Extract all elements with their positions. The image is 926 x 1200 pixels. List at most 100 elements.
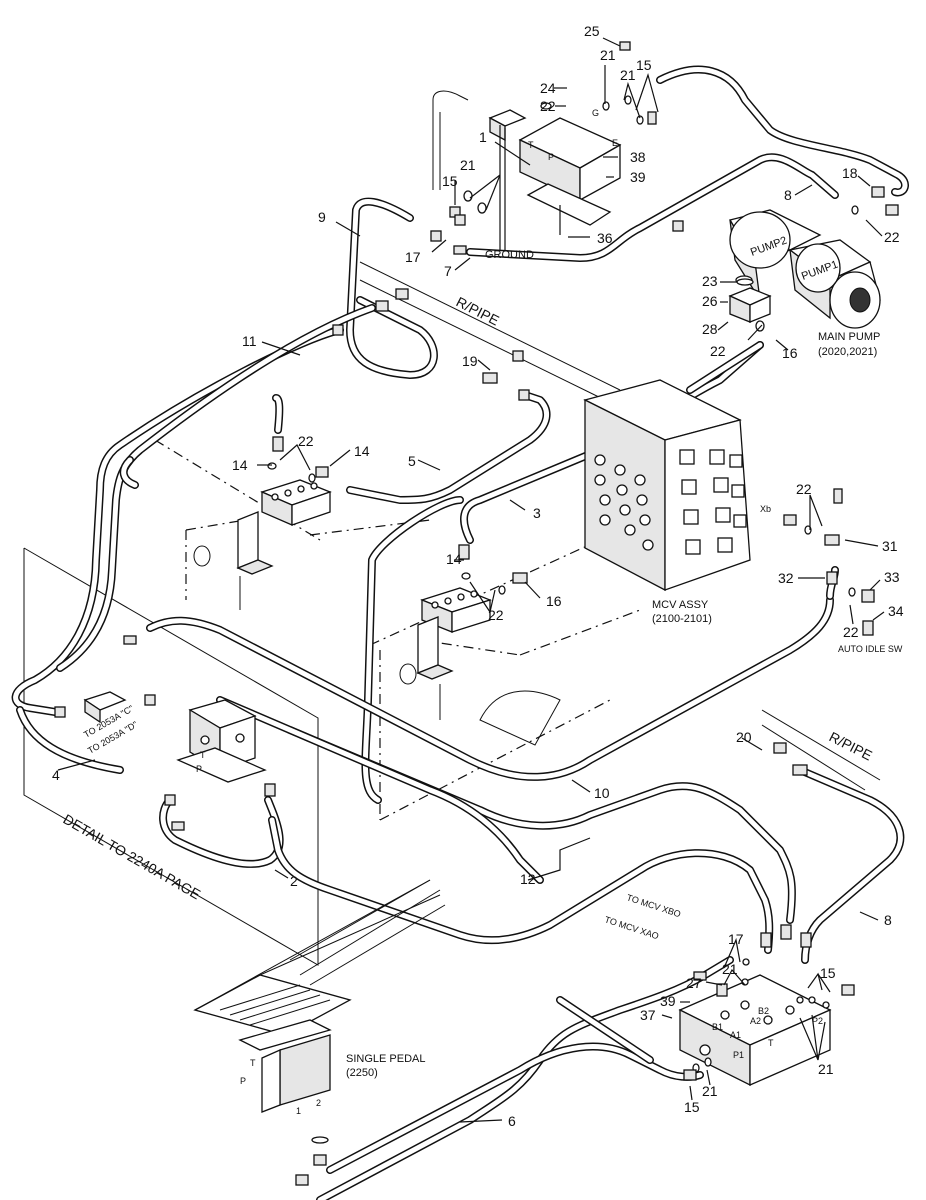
- o-ring: [742, 958, 750, 966]
- o-ring: [848, 587, 856, 597]
- callout-21: 21: [600, 47, 616, 63]
- fittings: [54, 41, 899, 1186]
- fitting-nut: [454, 214, 466, 226]
- manifold-block-upper: [236, 479, 332, 575]
- label-ground: GROUND: [485, 249, 534, 261]
- callout-28: 28: [702, 321, 718, 337]
- fitting-nut: [482, 372, 498, 384]
- callout-21: 21: [722, 961, 738, 977]
- callout-39: 39: [660, 993, 676, 1009]
- fitting-nut: [773, 742, 787, 754]
- fitting-nut: [862, 620, 874, 636]
- detail-valve: [83, 691, 267, 783]
- fitting-nut: [760, 932, 772, 948]
- label-auto-idle: AUTO IDLE SW: [838, 644, 903, 654]
- port-a1: A1: [730, 1030, 741, 1040]
- port-t-detail: T: [200, 750, 206, 760]
- callout-10: 10: [594, 785, 610, 801]
- callout-36: 36: [597, 230, 613, 246]
- callout-15: 15: [684, 1099, 700, 1115]
- o-ring: [822, 1001, 830, 1009]
- callout-6: 6: [508, 1113, 516, 1129]
- callout-2: 2: [290, 873, 298, 889]
- callout-16: 16: [782, 345, 798, 361]
- o-ring: [498, 585, 506, 595]
- callout-1: 1: [479, 129, 487, 145]
- callout-3: 3: [533, 505, 541, 521]
- fitting-nut: [885, 204, 899, 216]
- fitting-nut: [716, 983, 728, 997]
- block-26: [728, 275, 772, 323]
- callout-32: 32: [778, 570, 794, 586]
- port-g-valve: G: [592, 108, 599, 118]
- fitting-nut: [861, 589, 875, 603]
- port-a2: A2: [750, 1016, 761, 1026]
- fitting-nut: [315, 466, 329, 478]
- o-ring: [267, 462, 277, 470]
- pipes: [11, 65, 909, 1200]
- fitting-nut: [792, 764, 808, 776]
- callout-12: 12: [520, 871, 536, 887]
- callout-14: 14: [446, 551, 462, 567]
- o-ring: [463, 190, 473, 202]
- fitting-nut: [512, 572, 528, 584]
- o-ring: [624, 95, 632, 105]
- port-t-pedal: T: [250, 1058, 256, 1068]
- fitting-nut: [833, 488, 843, 504]
- o-ring: [461, 572, 471, 580]
- o-ring: [477, 202, 487, 214]
- pedal-port-1: 1: [296, 1106, 301, 1116]
- fitting-nut: [295, 1174, 309, 1186]
- fitting-nut: [683, 1069, 697, 1081]
- callout-22: 22: [843, 624, 859, 640]
- port-t-valve: T: [528, 140, 534, 150]
- label-single-pedal: SINGLE PEDAL: [346, 1053, 425, 1065]
- leader-lines: [57, 37, 885, 1123]
- callout-15: 15: [636, 57, 652, 73]
- callout-labels: 2521242221151211538393617978182223262822…: [52, 23, 904, 1129]
- callout-8: 8: [884, 912, 892, 928]
- callout-38: 38: [630, 149, 646, 165]
- fitting-nut: [518, 389, 530, 401]
- label-rpipe-lower: R/PIPE: [827, 728, 875, 763]
- port-b1: B1: [712, 1022, 723, 1032]
- callout-4: 4: [52, 767, 60, 783]
- o-ring: [636, 115, 644, 125]
- o-ring: [308, 473, 316, 483]
- o-ring: [311, 1136, 329, 1144]
- callout-15: 15: [820, 965, 836, 981]
- mcv-assy: [583, 379, 751, 592]
- callout-24: 24: [540, 80, 556, 96]
- fitting-nut: [453, 245, 467, 255]
- fitting-nut: [841, 984, 855, 996]
- callout-34: 34: [888, 603, 904, 619]
- fitting-nut: [512, 350, 524, 362]
- callout-7: 7: [444, 263, 452, 279]
- callout-33: 33: [884, 569, 900, 585]
- port-b2: B2: [758, 1006, 769, 1016]
- fitting-nut: [672, 220, 684, 232]
- label-to-mcv-xbo: TO MCV XBO: [625, 892, 682, 919]
- port-p-valve: P: [548, 152, 554, 162]
- label-rpipe-upper: R/PIPE: [454, 293, 502, 328]
- callout-8: 8: [784, 187, 792, 203]
- fitting-nut: [272, 436, 284, 452]
- callout-15: 15: [442, 173, 458, 189]
- callout-19: 19: [462, 353, 478, 369]
- fitting-nut: [693, 971, 707, 981]
- fitting-nut: [264, 783, 276, 797]
- callout-22: 22: [710, 343, 726, 359]
- callout-31: 31: [882, 538, 898, 554]
- fitting-nut: [826, 571, 838, 585]
- callout-18: 18: [842, 165, 858, 181]
- label-mcv-assy: MCV ASSY: [652, 599, 709, 611]
- port-t-block: T: [768, 1038, 774, 1048]
- callout-22: 22: [540, 98, 556, 114]
- o-ring: [851, 205, 859, 215]
- fitting-nut: [171, 821, 185, 831]
- single-pedal: [193, 879, 441, 1113]
- fitting-nut: [647, 111, 657, 125]
- callout-21: 21: [702, 1083, 718, 1099]
- label-mcv-ref: (2100-2101): [652, 613, 712, 625]
